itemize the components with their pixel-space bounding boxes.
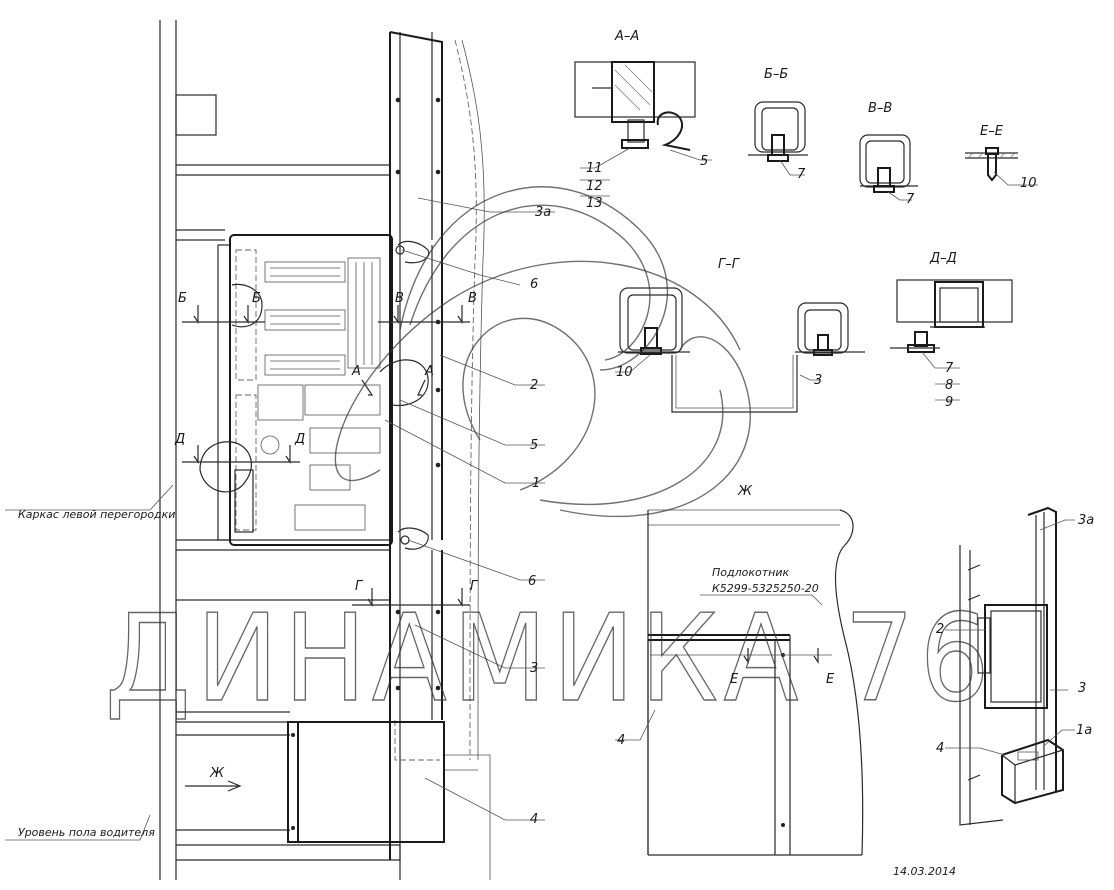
drawing-date: 14.03.2014 xyxy=(893,865,956,878)
callout-10-ee: 10 xyxy=(1020,176,1037,191)
cut-letter-d-left: Д xyxy=(174,432,185,447)
cut-letter-d-right: Д xyxy=(294,432,305,447)
callout-3-main: 3 xyxy=(530,661,538,676)
section-ee xyxy=(965,147,1038,186)
callout-3-gg: 3 xyxy=(814,373,822,388)
cut-letter-g-right: Г xyxy=(470,579,479,594)
cut-letter-b-left: Б xyxy=(178,291,187,306)
leader-lines xyxy=(5,197,555,841)
callout-13: 13 xyxy=(586,196,603,211)
callout-10-gg: 10 xyxy=(616,365,633,380)
electrical-panel xyxy=(199,234,430,550)
callout-3-iso: 3 xyxy=(1078,681,1086,696)
box-4-main xyxy=(287,721,445,843)
cut-letter-a-right: А xyxy=(424,364,434,379)
note-driver-floor: Уровень пола водителя xyxy=(18,826,155,839)
section-dd xyxy=(890,279,1013,401)
callout-7-bb: 7 xyxy=(797,167,806,182)
watermark-text: ДИНАМИКА 76 xyxy=(105,590,995,729)
vertical-post xyxy=(389,31,491,880)
cut-letter-zh-view: Ж xyxy=(737,484,753,499)
callout-1-main: 1 xyxy=(532,476,540,491)
cut-letter-zh-main: Ж xyxy=(209,766,225,781)
callout-7-vv: 7 xyxy=(906,192,915,207)
section-aa xyxy=(574,61,712,197)
callout-1a-iso: 1а xyxy=(1076,723,1092,738)
section-title-gg: Г–Г xyxy=(718,257,741,272)
note-armrest-title: Подлокотник xyxy=(712,566,789,579)
cut-letter-a-left: А xyxy=(351,364,361,379)
callout-4-iso: 4 xyxy=(936,741,944,756)
callout-9: 9 xyxy=(945,395,953,410)
callout-3a-main: 3а xyxy=(535,205,551,220)
callout-7-dd: 7 xyxy=(945,361,954,376)
cut-marks xyxy=(182,305,470,792)
callout-11: 11 xyxy=(586,161,603,176)
note-armrest-part: К5299-5325250-20 xyxy=(712,582,819,595)
callout-2-iso: 2 xyxy=(936,622,944,637)
left-partition-frame xyxy=(159,20,401,880)
section-title-bb: Б–Б xyxy=(764,67,788,82)
section-title-aa: А–А xyxy=(614,29,639,44)
callout-3a-iso: 3а xyxy=(1078,513,1094,528)
section-gg xyxy=(615,287,865,413)
isometric-view xyxy=(945,506,1075,826)
section-title-vv: В–В xyxy=(868,101,892,116)
section-title-dd: Д–Д xyxy=(929,251,957,266)
cut-letter-v-right: В xyxy=(468,291,477,306)
section-title-ee: Е–Е xyxy=(980,124,1004,139)
callout-6-bottom: 6 xyxy=(528,574,536,589)
cut-letter-e-left: Е xyxy=(730,672,739,687)
callout-8: 8 xyxy=(945,378,953,393)
note-left-partition: Каркас левой перегородки xyxy=(18,508,175,521)
callout-12: 12 xyxy=(586,179,603,194)
section-vv xyxy=(859,134,918,201)
callout-4-main: 4 xyxy=(530,812,538,827)
cut-letter-e-right: Е xyxy=(826,672,835,687)
cut-letter-v-left: В xyxy=(395,291,404,306)
cut-letter-b-right: Б xyxy=(252,291,261,306)
callout-5-aa: 5 xyxy=(700,154,708,169)
callout-2-main: 2 xyxy=(530,378,538,393)
swirl-logo-icon xyxy=(334,186,751,518)
section-bb xyxy=(748,101,808,176)
cut-letter-g-left: Г xyxy=(355,579,364,594)
callout-5-main: 5 xyxy=(530,438,538,453)
view-zh xyxy=(615,509,864,856)
callout-4-zh: 4 xyxy=(617,733,625,748)
callout-6-top: 6 xyxy=(530,277,538,292)
